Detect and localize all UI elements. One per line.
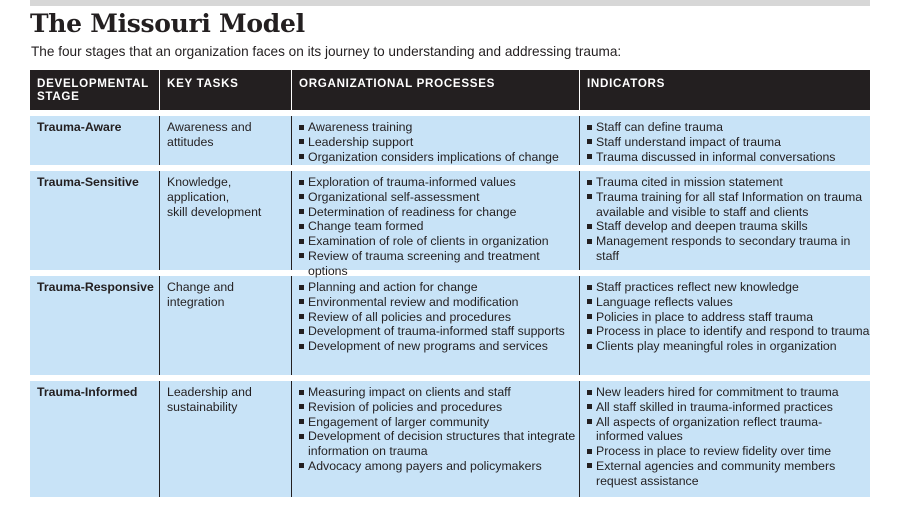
- process-item: Determination of readiness for change: [299, 205, 579, 220]
- process-item: Advocacy among payers and policymakers: [299, 459, 579, 474]
- indicators-list: Staff can define trauma Staff understand…: [587, 120, 870, 164]
- process-item: Revision of policies and procedures: [299, 400, 579, 415]
- indicators-cell: Staff can define trauma Staff understand…: [580, 116, 870, 165]
- key-tasks-cell: Knowledge, application, skill developmen…: [160, 171, 292, 270]
- table-row: Trauma-Aware Awareness and attitudes Awa…: [30, 116, 870, 165]
- processes-list: Planning and action for change Environme…: [299, 280, 579, 354]
- page-subtitle: The four stages that an organization fac…: [31, 44, 622, 59]
- process-item: Exploration of trauma-informed values: [299, 175, 579, 190]
- table-row: Trauma-Responsive Change and integration…: [30, 276, 870, 375]
- header-developmental-stage: DEVELOPMENTAL STAGE: [30, 70, 160, 110]
- row-divider: [30, 270, 870, 276]
- indicators-list: Staff practices reflect new knowledge La…: [587, 280, 870, 354]
- process-item: Engagement of larger community: [299, 415, 579, 430]
- table-row: Trauma-Informed Leadership and sustainab…: [30, 381, 870, 497]
- processes-list: Exploration of trauma-informed values Or…: [299, 175, 579, 279]
- table-header-row: DEVELOPMENTAL STAGE KEY TASKS ORGANIZATI…: [30, 70, 870, 110]
- header-organizational-processes: ORGANIZATIONAL PROCESSES: [292, 70, 580, 110]
- process-item: Organizational self-assessment: [299, 190, 579, 205]
- processes-list: Awareness training Leadership support Or…: [299, 120, 579, 164]
- process-item: Environmental review and modification: [299, 295, 579, 310]
- indicators-cell: New leaders hired for commitment to trau…: [580, 381, 870, 497]
- row-divider: [30, 110, 870, 116]
- process-item: Leadership support: [299, 135, 579, 150]
- indicator-item: Policies in place to address staff traum…: [587, 310, 870, 325]
- indicator-item: Trauma cited in mission statement: [587, 175, 870, 190]
- process-item: Awareness training: [299, 120, 579, 135]
- stage-cell: Trauma-Informed: [30, 381, 160, 497]
- process-item: Organization considers implications of c…: [299, 150, 579, 165]
- top-rule: [30, 0, 870, 6]
- indicator-item: Process in place to review fidelity over…: [587, 444, 870, 459]
- stage-cell: Trauma-Sensitive: [30, 171, 160, 270]
- indicator-item: Staff can define trauma: [587, 120, 870, 135]
- indicator-item: Language reflects values: [587, 295, 870, 310]
- indicators-list: New leaders hired for commitment to trau…: [587, 385, 870, 489]
- stage-cell: Trauma-Aware: [30, 116, 160, 165]
- process-item: Planning and action for change: [299, 280, 579, 295]
- page-title: The Missouri Model: [30, 9, 305, 38]
- indicator-item: Trauma discussed in informal conversatio…: [587, 150, 870, 165]
- header-indicators: INDICATORS: [587, 77, 666, 90]
- row-divider: [30, 165, 870, 171]
- table-row: Trauma-Sensitive Knowledge, application,…: [30, 171, 870, 278]
- indicator-item: All aspects of organization reflect trau…: [587, 415, 870, 445]
- process-item: Review of trauma screening and treatment…: [299, 249, 579, 279]
- process-item: Development of trauma-informed staff sup…: [299, 324, 579, 339]
- indicator-item: All staff skilled in trauma-informed pra…: [587, 400, 870, 415]
- indicator-item: Staff understand impact of trauma: [587, 135, 870, 150]
- indicators-cell: Staff practices reflect new knowledge La…: [580, 276, 870, 375]
- indicator-item: Management responds to secondary trauma …: [587, 234, 870, 264]
- missouri-model-table: DEVELOPMENTAL STAGE KEY TASKS ORGANIZATI…: [30, 70, 870, 497]
- process-item: Examination of role of clients in organi…: [299, 234, 579, 249]
- process-item: Development of decision structures that …: [299, 429, 579, 459]
- indicator-item: New leaders hired for commitment to trau…: [587, 385, 870, 400]
- indicator-item: Clients play meaningful roles in organiz…: [587, 339, 870, 354]
- process-item: Measuring impact on clients and staff: [299, 385, 579, 400]
- header-key-tasks: KEY TASKS: [160, 70, 292, 110]
- process-item: Development of new programs and services: [299, 339, 579, 354]
- processes-cell: Planning and action for change Environme…: [292, 276, 580, 375]
- key-tasks-cell: Change and integration: [160, 276, 292, 375]
- stage-cell: Trauma-Responsive: [30, 276, 160, 375]
- key-tasks-cell: Leadership and sustainability: [160, 381, 292, 497]
- key-tasks-cell: Awareness and attitudes: [160, 116, 292, 165]
- indicator-item: Process in place to identify and respond…: [587, 324, 870, 339]
- indicators-list: Trauma cited in mission statement Trauma…: [587, 175, 870, 264]
- processes-cell: Measuring impact on clients and staff Re…: [292, 381, 580, 497]
- process-item: Review of all policies and procedures: [299, 310, 579, 325]
- processes-list: Measuring impact on clients and staff Re…: [299, 385, 579, 474]
- indicators-cell: Trauma cited in mission statement Trauma…: [580, 171, 870, 270]
- indicator-item: External agencies and community members …: [587, 459, 870, 489]
- processes-cell: Exploration of trauma-informed values Or…: [292, 171, 580, 278]
- process-item: Change team formed: [299, 219, 579, 234]
- indicator-item: Staff practices reflect new knowledge: [587, 280, 870, 295]
- row-divider: [30, 375, 870, 381]
- indicator-item: Staff develop and deepen trauma skills: [587, 219, 870, 234]
- indicator-item: Trauma training for all staf Information…: [587, 190, 870, 220]
- processes-cell: Awareness training Leadership support Or…: [292, 116, 580, 165]
